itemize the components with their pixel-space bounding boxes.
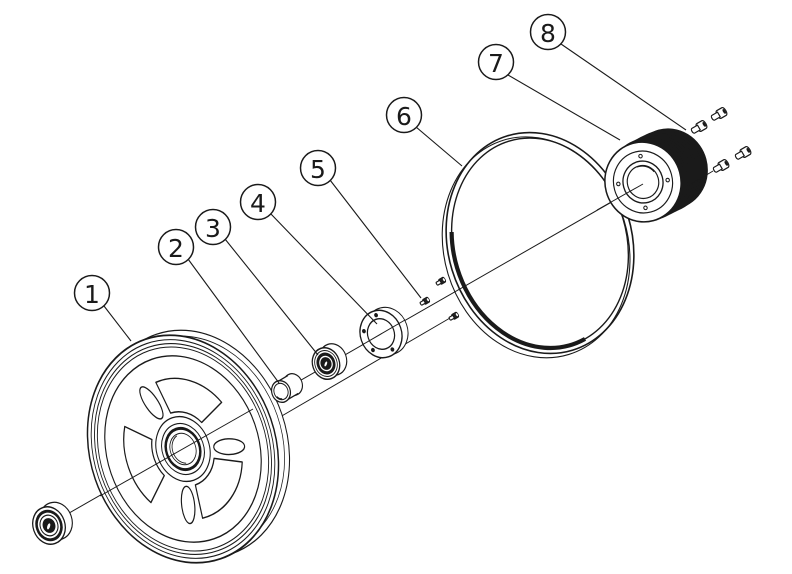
small-screws <box>419 276 460 321</box>
callout-balloon <box>157 228 195 266</box>
callouts: 1 234 5 6 7 8 <box>73 13 687 384</box>
pulley <box>604 128 708 223</box>
callout-leader-line <box>507 74 621 141</box>
wheel-lens-cutouts <box>139 386 246 525</box>
small-screw <box>448 311 460 321</box>
callout-number: 7 <box>488 49 504 78</box>
callout-leader-line <box>103 305 132 342</box>
callout-leader-line <box>415 126 463 167</box>
callout-leader-line <box>560 43 687 131</box>
callout-1: 1 <box>73 274 132 342</box>
pulley-screw-axis <box>687 170 714 187</box>
callout-3: 3 <box>194 208 319 356</box>
callout-leader-line <box>224 238 319 356</box>
centerlines-over <box>99 170 714 497</box>
mount-screw <box>734 146 752 160</box>
callout-number: 4 <box>250 189 266 218</box>
callout-2: 2 <box>157 228 280 384</box>
callout-balloon <box>299 149 337 187</box>
wheel <box>86 334 280 564</box>
small-screw <box>419 296 431 306</box>
screw-axis <box>267 317 451 425</box>
callout-leader-line <box>269 212 378 325</box>
axis-over-washer <box>361 319 406 346</box>
pulley-bolt-holes <box>616 153 670 211</box>
callout-number: 2 <box>168 234 184 263</box>
washer-holes <box>362 312 395 353</box>
bearing <box>311 347 341 380</box>
callout-balloon <box>194 208 232 246</box>
callout-leader-line <box>329 179 422 299</box>
callout-balloon <box>239 183 277 221</box>
callout-6: 6 <box>385 96 463 167</box>
callout-4: 4 <box>239 183 378 325</box>
axis-over-wheel <box>99 408 254 497</box>
wheel-spoke-cutouts <box>123 377 243 519</box>
callout-number: 6 <box>396 102 412 131</box>
mount-screw <box>690 120 708 134</box>
callout-8: 8 <box>529 13 687 131</box>
callout-5: 5 <box>299 149 422 299</box>
callout-7: 7 <box>477 43 621 141</box>
callout-number: 8 <box>540 19 556 48</box>
callout-number: 1 <box>84 280 100 309</box>
mount-screws <box>690 107 752 173</box>
wheel-hub <box>155 415 211 483</box>
callout-balloon <box>477 43 515 81</box>
mount-screw <box>712 159 730 173</box>
mount-screw <box>710 107 728 121</box>
callout-leader-line <box>187 258 280 384</box>
callout-balloon <box>529 13 567 51</box>
small-screw <box>435 276 447 286</box>
callout-number: 3 <box>205 214 221 243</box>
front-bearing <box>32 506 66 545</box>
callout-balloon <box>73 274 111 312</box>
callout-balloon <box>385 96 423 134</box>
axis-over-pulley <box>596 183 644 211</box>
callout-number: 5 <box>310 155 326 184</box>
